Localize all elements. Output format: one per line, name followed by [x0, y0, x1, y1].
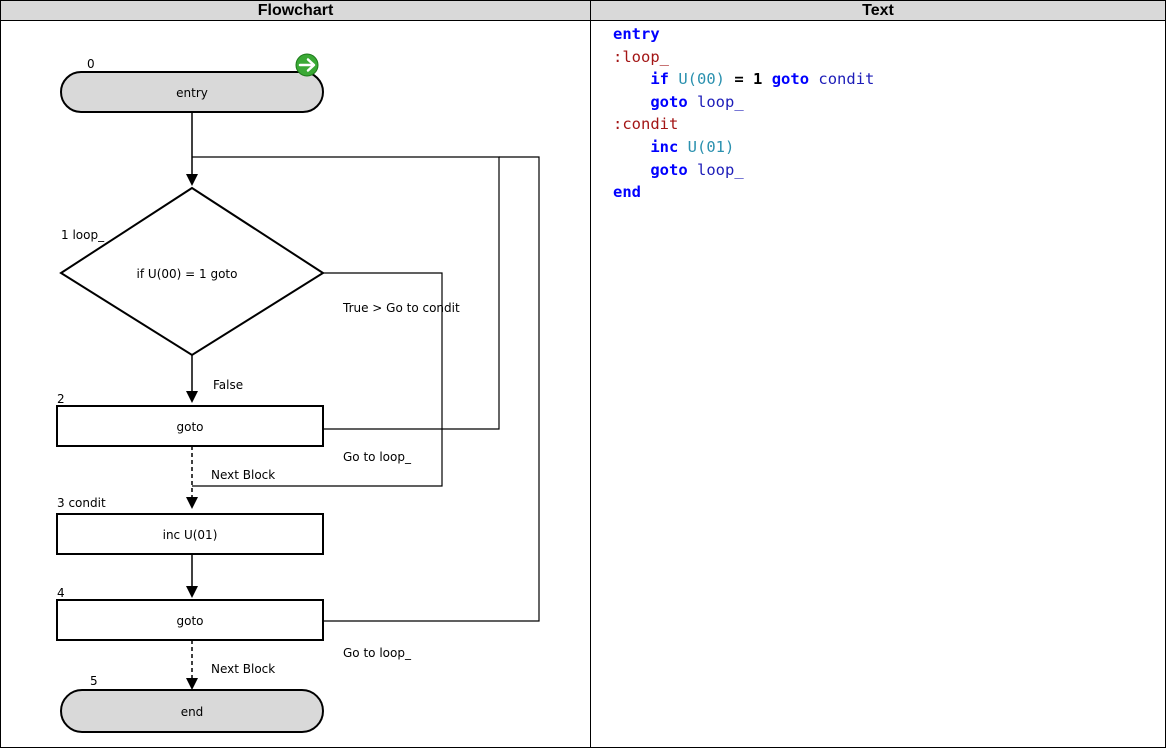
goto1-node-number: 2 — [57, 392, 65, 406]
loop-node-number: 1 loop_ — [61, 228, 105, 242]
goto2-node[interactable] — [56, 599, 324, 641]
code-token — [613, 70, 650, 88]
code-token: inc — [650, 137, 679, 156]
code-token: goto — [650, 92, 688, 111]
code-token — [678, 138, 687, 156]
code-token — [669, 70, 678, 88]
code-token: = — [725, 70, 754, 89]
goto1-target-label: Go to loop_ — [343, 450, 412, 464]
arrow-right-circle-icon — [295, 53, 319, 77]
goto2-next-label: Next Block — [211, 662, 275, 676]
flowchart-diagram: 0 entry 1 loop_ if U(00) = 1 goto True >… — [56, 53, 540, 733]
code-token — [762, 70, 771, 88]
code-line: end — [613, 181, 874, 204]
entry-node-label: entry — [176, 86, 208, 100]
true-branch-line — [192, 272, 443, 487]
code-token: :condit — [613, 115, 679, 134]
goto1-next-label: Next Block — [211, 468, 275, 482]
loop-back-line-goto1 — [192, 156, 500, 430]
end-node[interactable] — [60, 689, 324, 733]
code-line: :loop_ — [613, 46, 874, 69]
false-branch-label: False — [213, 378, 243, 392]
code-token: condit — [809, 70, 875, 89]
loop-node-label: if U(00) = 1 goto — [137, 267, 238, 281]
code-line: goto loop_ — [613, 159, 874, 182]
code-line: :condit — [613, 113, 874, 136]
code-token: entry — [613, 25, 660, 43]
code-token — [613, 93, 650, 111]
code-token — [613, 161, 650, 179]
text-column-header: Text — [591, 1, 1165, 21]
goto1-node[interactable] — [56, 405, 324, 447]
code-token: :loop_ — [613, 47, 669, 66]
code-line: entry — [613, 23, 874, 46]
code-token: if — [650, 70, 669, 89]
code-token: 1 — [753, 70, 763, 89]
program-source-text: entry :loop_ if U(00) = 1 goto condit got… — [613, 23, 874, 204]
code-token: U(01) — [687, 137, 735, 156]
true-branch-label: True > Go to condit — [342, 301, 460, 315]
entry-node-number: 0 — [87, 57, 95, 71]
code-token: goto — [771, 70, 810, 89]
column-divider — [590, 1, 591, 747]
code-token: U(00) — [678, 70, 726, 89]
goto2-target-label: Go to loop_ — [343, 646, 412, 660]
goto2-node-label: goto — [176, 614, 203, 628]
code-token: end — [613, 183, 641, 202]
end-node-label: end — [181, 705, 204, 719]
condit-node-number: 3 condit — [57, 496, 106, 510]
code-line: if U(00) = 1 goto condit — [613, 68, 874, 91]
end-node-number: 5 — [90, 674, 98, 688]
code-line: inc U(01) — [613, 136, 874, 159]
code-line: goto loop_ — [613, 91, 874, 114]
goto2-node-number: 4 — [57, 586, 65, 600]
code-token: loop_ — [687, 160, 744, 179]
goto1-node-label: goto — [176, 420, 203, 434]
code-token: goto — [650, 160, 688, 179]
condit-node[interactable] — [56, 513, 324, 555]
code-token — [613, 138, 650, 156]
code-token: loop_ — [687, 92, 744, 111]
loop-back-line-goto2 — [323, 156, 540, 622]
flowchart-column-header: Flowchart — [1, 1, 590, 21]
condit-node-label: inc U(01) — [163, 528, 218, 542]
